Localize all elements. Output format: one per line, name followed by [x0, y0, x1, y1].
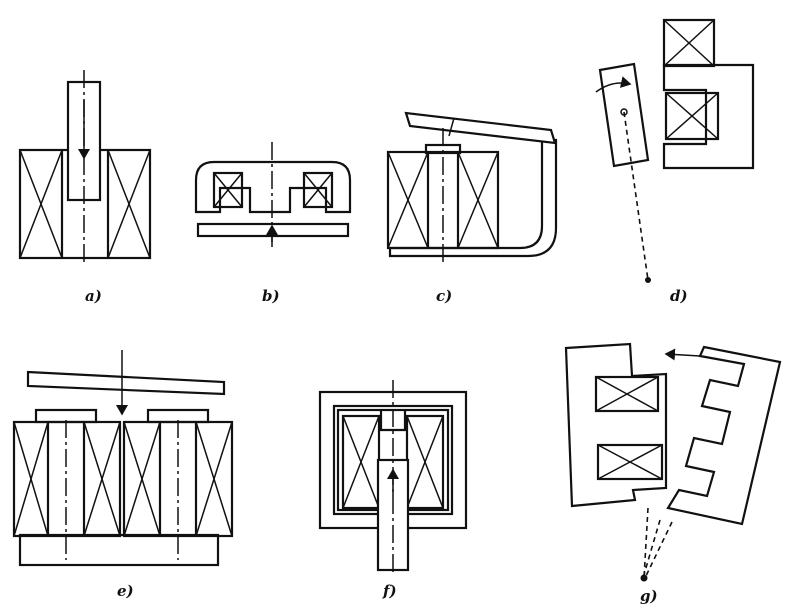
caption-c: c): [436, 287, 453, 305]
figure-g-rotating-e-core: [564, 342, 782, 582]
top-armature: [26, 370, 226, 396]
fixed-pole: [379, 411, 407, 432]
coil-left: [12, 420, 122, 538]
caption-d: d): [670, 287, 688, 305]
figure-a-plunger-magnet: [18, 70, 152, 262]
c-core: [662, 63, 755, 170]
figure-d-rotary-magnet: [595, 18, 755, 283]
caption-f: f): [383, 582, 397, 600]
caption-b: b): [262, 287, 280, 305]
u-core: [194, 160, 352, 214]
figure-c-clapper-magnet: [386, 111, 558, 262]
coil-bottom: [664, 91, 720, 141]
coil-upper: [594, 375, 660, 413]
l-yoke: [388, 138, 558, 258]
base-yoke: [18, 533, 220, 567]
figure-f-shell-magnet: [318, 380, 468, 572]
c-core: [564, 342, 668, 508]
figure-e-double-coil-magnet: [12, 350, 234, 567]
clapper-armature: [404, 111, 557, 145]
caption-g: g): [640, 587, 658, 605]
coil-lower: [596, 443, 664, 481]
caption-e: e): [117, 582, 134, 600]
flat-armature: [196, 222, 350, 238]
figure-b-u-core-magnet: [194, 142, 352, 248]
e-core-armature: [666, 345, 782, 526]
caption-a: a): [85, 287, 102, 305]
